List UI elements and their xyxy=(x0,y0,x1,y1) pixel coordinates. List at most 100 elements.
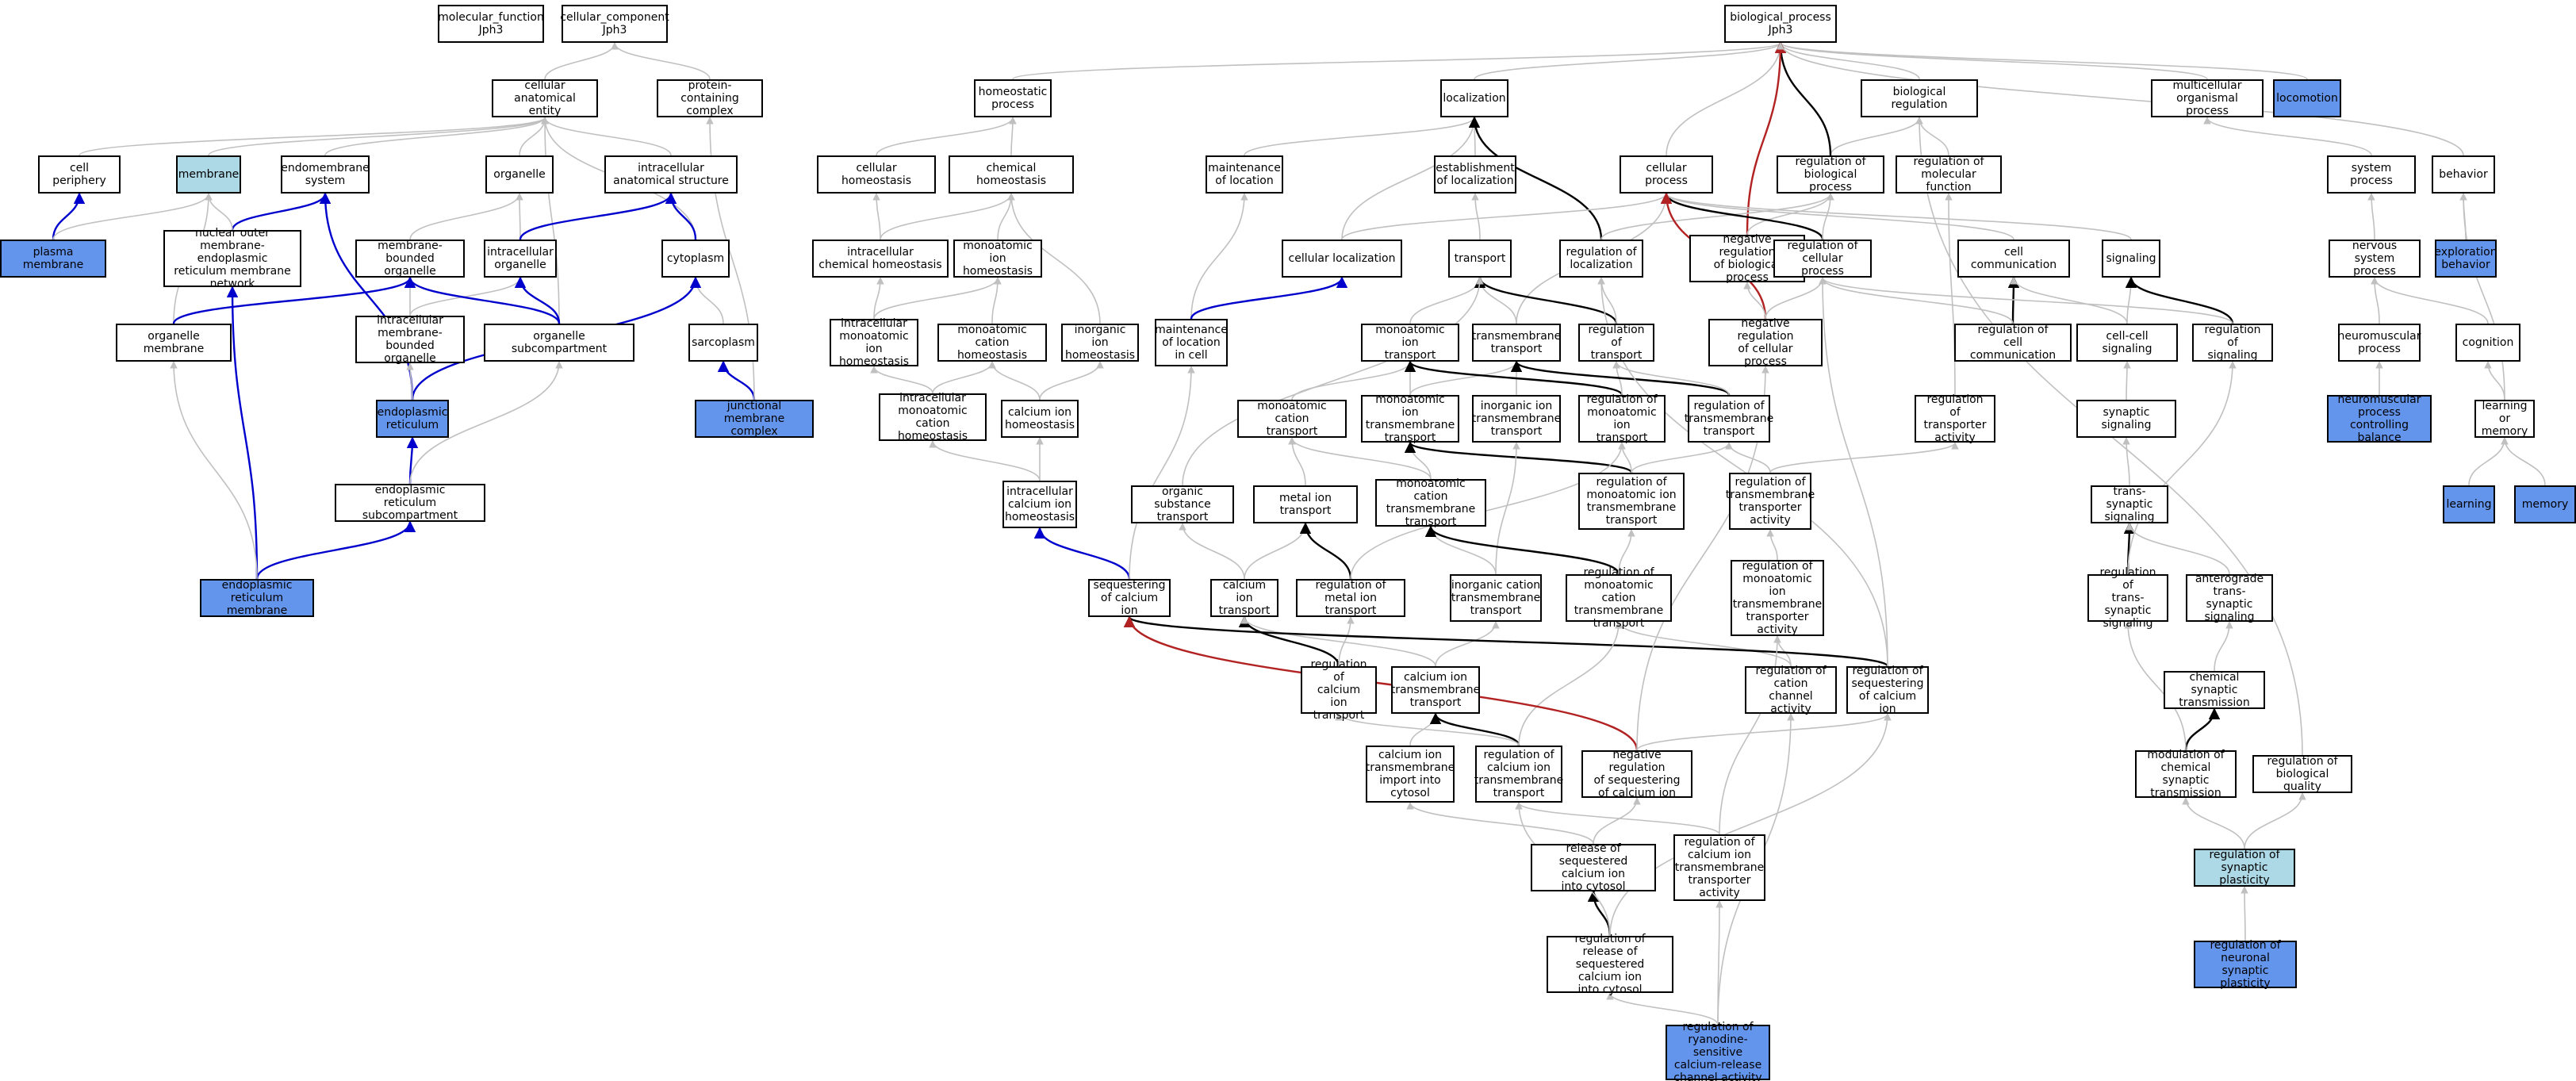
node-regulation-of-transmembrane-transporter-activity[interactable]: regulation of transmembrane transporter … xyxy=(1726,473,1815,530)
node-regulation-of-molecular-function[interactable]: regulation of molecular function xyxy=(1896,155,2002,194)
node-regulation-of-transmembrane-transport[interactable]: regulation of transmembrane transport xyxy=(1685,395,1773,443)
node-intracellular-monoatomic-ion-homeostasis[interactable]: intracellular monoatomic ion homeostasis xyxy=(830,317,918,368)
node-synaptic-signaling[interactable]: synaptic signaling xyxy=(2076,400,2176,438)
node-regulation-of-cation-channel-activity[interactable]: regulation of cation channel activity xyxy=(1745,665,1837,715)
node-cellular-process[interactable]: cellular process xyxy=(1620,155,1713,194)
node-maintenance-of-location[interactable]: maintenance of location xyxy=(1206,155,1283,194)
node-inorganic-ion-homeostasis[interactable]: inorganic ion homeostasis xyxy=(1061,324,1139,362)
node-calcium-ion-homeostasis[interactable]: calcium ion homeostasis xyxy=(1001,400,1079,438)
node-maintenance-of-location-in-cell[interactable]: maintenance of location in cell xyxy=(1155,319,1228,366)
node-regulation-of-monoatomic-ion-transport[interactable]: regulation of monoatomic ion transport xyxy=(1578,393,1666,444)
node-neuromuscular-process-controlling-balance[interactable]: neuromuscular process controlling balanc… xyxy=(2327,393,2432,444)
node-regulation-of-cellular-process[interactable]: regulation of cellular process xyxy=(1773,240,1872,278)
node-organelle[interactable]: organelle xyxy=(485,155,554,194)
node-cellular-localization[interactable]: cellular localization xyxy=(1282,240,1402,278)
node-intracellular-anatomical-structure[interactable]: intracellular anatomical structure xyxy=(604,155,738,194)
node-intracellular-organelle[interactable]: intracellular organelle xyxy=(484,240,557,278)
node-neuromuscular-process[interactable]: neuromuscular process xyxy=(2338,324,2421,362)
node-regulation-of-biological-quality[interactable]: regulation of biological quality xyxy=(2252,755,2352,793)
node-regulation-of-signaling[interactable]: regulation of signaling xyxy=(2192,324,2273,362)
node-regulation-of-transport[interactable]: regulation of transport xyxy=(1578,324,1654,362)
node-cellular-component[interactable]: cellular_component Jph3 xyxy=(560,5,669,43)
node-regulation-of-ryanodine-sensitive-calcium-release-channel-activity[interactable]: regulation of ryanodine-sensitive calciu… xyxy=(1666,1021,1770,1081)
node-exploration-behavior[interactable]: exploration behavior xyxy=(2434,240,2497,278)
node-membrane[interactable]: membrane xyxy=(176,155,241,194)
node-memory[interactable]: memory xyxy=(2514,485,2576,523)
node-negative-regulation-of-sequestering-of-calcium-ion[interactable]: negative regulation of sequestering of c… xyxy=(1581,749,1692,799)
node-monoatomic-ion-homeostasis[interactable]: monoatomic ion homeostasis xyxy=(953,240,1042,278)
node-regulation-of-monoatomic-ion-transmembrane-transport[interactable]: regulation of monoatomic ion transmembra… xyxy=(1578,473,1685,530)
node-localization[interactable]: localization xyxy=(1440,79,1508,117)
node-er-subcompartment[interactable]: endoplasmic reticulum subcompartment xyxy=(335,484,485,522)
node-nuclear-outer-membrane[interactable]: nuclear outer membrane-endoplasmic retic… xyxy=(163,227,301,290)
node-inorganic-ion-transmembrane-transport[interactable]: inorganic ion transmembrane transport xyxy=(1472,395,1561,443)
node-regulation-of-calcium-ion-transport[interactable]: regulation of calcium ion transport xyxy=(1301,658,1377,722)
node-nervous-system-process[interactable]: nervous system process xyxy=(2329,240,2421,278)
node-release-of-sequestered-calcium-ion-into-cytosol[interactable]: release of sequestered calcium ion into … xyxy=(1531,842,1656,893)
node-monoatomic-ion-transport[interactable]: monoatomic ion transport xyxy=(1361,324,1459,362)
node-cellular-anatomical-entity[interactable]: cellular anatomical entity xyxy=(492,79,598,117)
node-system-process[interactable]: system process xyxy=(2327,155,2416,194)
node-regulation-of-calcium-ion-transmembrane-transport[interactable]: regulation of calcium ion transmembrane … xyxy=(1474,746,1563,803)
node-regulation-of-trans-synaptic-signaling[interactable]: regulation of trans-synaptic signaling xyxy=(2087,566,2168,630)
node-organic-substance-transport[interactable]: organic substance transport xyxy=(1131,485,1234,523)
node-plasma-membrane[interactable]: plasma membrane xyxy=(0,240,106,278)
node-regulation-of-sequestering-of-calcium-ion[interactable]: regulation of sequestering of calcium io… xyxy=(1846,665,1929,715)
node-regulation-of-transporter-activity[interactable]: regulation of transporter activity xyxy=(1915,393,1995,444)
node-er-membrane[interactable]: endoplasmic reticulum membrane xyxy=(200,579,314,617)
node-transmembrane-transport[interactable]: transmembrane transport xyxy=(1472,324,1561,362)
node-monoatomic-cation-transport[interactable]: monoatomic cation transport xyxy=(1237,400,1347,438)
node-regulation-of-localization[interactable]: regulation of localization xyxy=(1559,240,1643,278)
node-negative-regulation-of-cellular-process[interactable]: negative regulation of cellular process xyxy=(1708,317,1823,368)
node-learning-or-memory[interactable]: learning or memory xyxy=(2474,400,2535,438)
node-monoatomic-cation-transmembrane-transport[interactable]: monoatomic cation transmembrane transpor… xyxy=(1375,477,1486,528)
node-learning[interactable]: learning xyxy=(2443,485,2495,523)
node-protein-containing-complex[interactable]: protein-containing complex xyxy=(657,79,763,117)
node-cellular-homeostasis[interactable]: cellular homeostasis xyxy=(817,155,936,194)
node-establishment-of-localization[interactable]: establishment of localization xyxy=(1434,155,1516,194)
node-signaling[interactable]: signaling xyxy=(2102,240,2160,278)
node-cell-periphery[interactable]: cell periphery xyxy=(38,155,121,194)
node-sarcoplasm[interactable]: sarcoplasm xyxy=(688,324,758,362)
node-regulation-of-synaptic-plasticity[interactable]: regulation of synaptic plasticity xyxy=(2194,849,2295,887)
node-biological-process[interactable]: biological_process Jph3 xyxy=(1724,5,1837,43)
node-intracellular-chemical-homeostasis[interactable]: intracellular chemical homeostasis xyxy=(812,240,949,278)
node-organelle-membrane[interactable]: organelle membrane xyxy=(116,324,232,362)
node-intracellular-monoatomic-cation-homeostasis[interactable]: intracellular monoatomic cation homeosta… xyxy=(879,392,987,443)
node-regulation-of-monoatomic-ion-transmembrane-transporter-activity[interactable]: regulation of monoatomic ion transmembra… xyxy=(1731,560,1824,636)
node-chemical-synaptic-transmission[interactable]: chemical synaptic transmission xyxy=(2164,671,2265,709)
node-transport[interactable]: transport xyxy=(1448,240,1512,278)
node-regulation-of-release-of-sequestered-calcium-ion-into-cytosol[interactable]: regulation of release of sequestered cal… xyxy=(1547,933,1673,996)
node-multicellular-organismal-process[interactable]: multicellular organismal process xyxy=(2151,79,2264,117)
node-endomembrane-system[interactable]: endomembrane system xyxy=(281,155,370,194)
node-cell-cell-signaling[interactable]: cell-cell signaling xyxy=(2076,324,2178,362)
node-endoplasmic-reticulum[interactable]: endoplasmic reticulum xyxy=(376,400,449,438)
node-monoatomic-ion-transmembrane-transport[interactable]: monoatomic ion transmembrane transport xyxy=(1361,393,1459,444)
node-molecular-function[interactable]: molecular_function Jph3 xyxy=(438,5,544,43)
node-membrane-bounded-organelle[interactable]: membrane-bounded organelle xyxy=(355,240,465,278)
node-cytoplasm[interactable]: cytoplasm xyxy=(661,240,730,278)
node-modulation-of-chemical-synaptic-transmission[interactable]: modulation of chemical synaptic transmis… xyxy=(2135,749,2237,799)
node-locomotion[interactable]: locomotion xyxy=(2273,79,2341,117)
node-calcium-ion-transmembrane-transport[interactable]: calcium ion transmembrane transport xyxy=(1391,666,1480,714)
node-regulation-of-biological-process[interactable]: regulation of biological process xyxy=(1777,155,1884,194)
node-chemical-homeostasis[interactable]: chemical homeostasis xyxy=(949,155,1074,194)
node-inorganic-cation-transmembrane-transport[interactable]: inorganic cation transmembrane transport xyxy=(1450,574,1542,622)
node-metal-ion-transport[interactable]: metal ion transport xyxy=(1253,485,1358,523)
node-cell-communication[interactable]: cell communication xyxy=(1957,240,2070,278)
node-regulation-of-neuronal-synaptic-plasticity[interactable]: regulation of neuronal synaptic plastici… xyxy=(2194,939,2297,990)
node-regulation-of-metal-ion-transport[interactable]: regulation of metal ion transport xyxy=(1296,579,1405,617)
node-regulation-of-cell-communication[interactable]: regulation of cell communication xyxy=(1954,324,2072,362)
node-cognition[interactable]: cognition xyxy=(2455,324,2520,362)
node-organelle-subcompartment[interactable]: organelle subcompartment xyxy=(484,324,634,362)
node-behavior[interactable]: behavior xyxy=(2432,155,2495,194)
node-homeostatic-process[interactable]: homeostatic process xyxy=(974,79,1052,117)
node-trans-synaptic-signaling[interactable]: trans-synaptic signaling xyxy=(2091,485,2168,523)
node-junctional-membrane-complex[interactable]: junctional membrane complex xyxy=(695,400,814,438)
node-regulation-of-calcium-ion-transmembrane-transporter-activity[interactable]: regulation of calcium ion transmembrane … xyxy=(1673,834,1765,901)
node-calcium-ion-transmembrane-import-into-cytosol[interactable]: calcium ion transmembrane import into cy… xyxy=(1366,746,1455,803)
node-monoatomic-cation-homeostasis[interactable]: monoatomic cation homeostasis xyxy=(937,324,1047,362)
node-intracellular-membrane-bounded-organelle[interactable]: intracellular membrane-bounded organelle xyxy=(355,314,465,365)
node-sequestering-of-calcium-ion[interactable]: sequestering of calcium ion xyxy=(1088,579,1171,617)
node-biological-regulation[interactable]: biological regulation xyxy=(1861,79,1978,117)
